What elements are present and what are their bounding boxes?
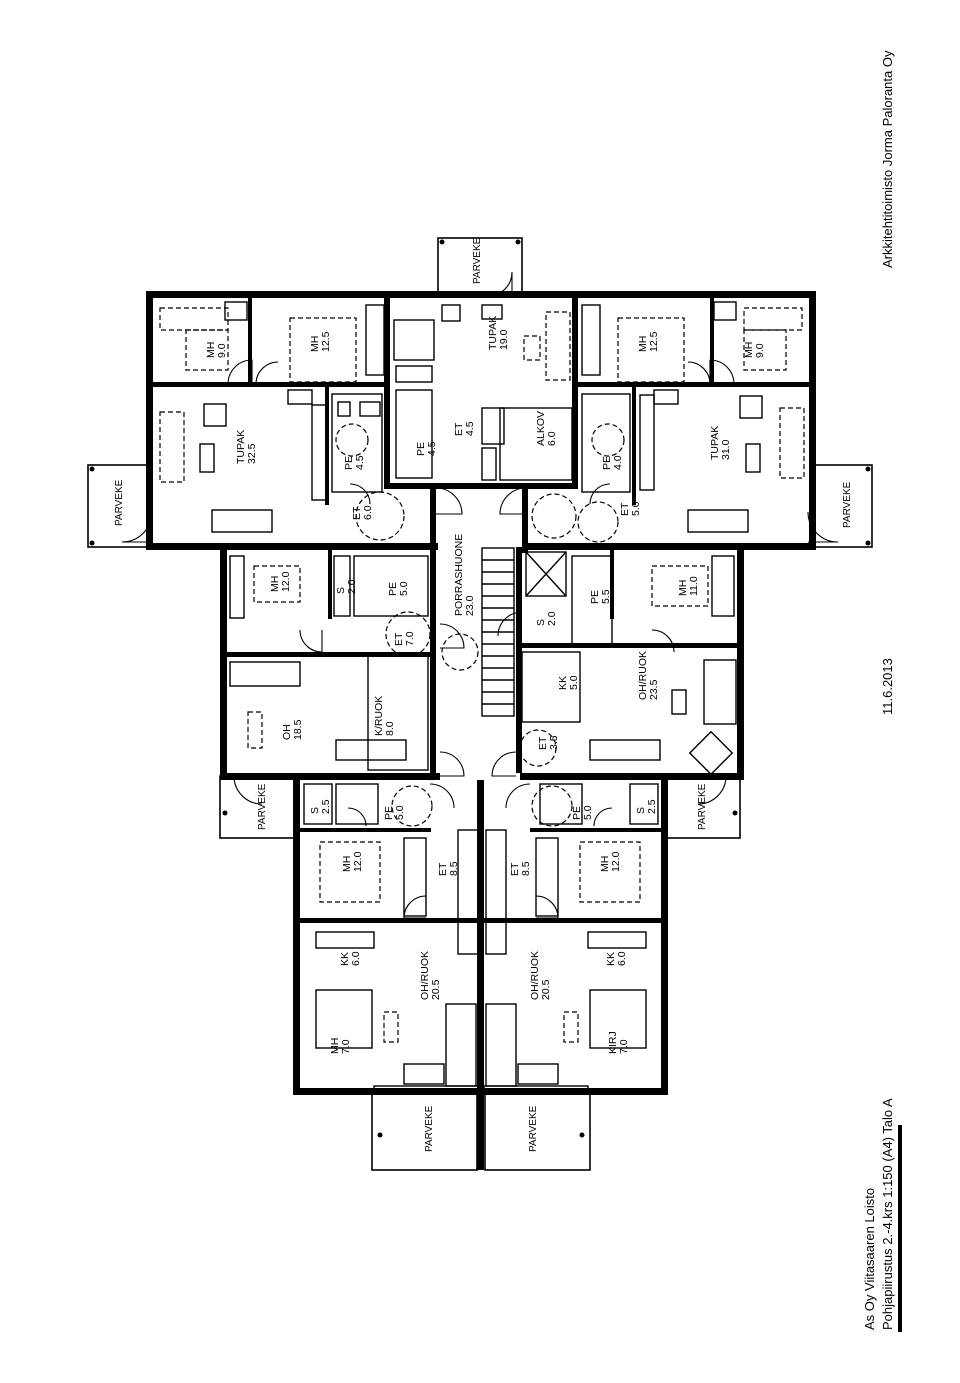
label-parveke-top: PARVEKE [472,237,483,284]
label-parveke-ur: PARVEKE [842,481,853,528]
label-kk-br: KK6.0 [605,951,628,966]
balcony-middle-right [664,775,741,839]
label-ohruok-br: OH/RUOK20.5 [529,951,552,1000]
label-pe-ul: PE4.5 [343,455,366,470]
balcony-upper-right [813,464,873,548]
label-mh-ur1: MH12.5 [637,331,660,352]
label-parveke-bl: PARVEKE [424,1105,435,1152]
label-parveke-ml: PARVEKE [257,783,268,830]
balcony-bottom-right [484,1091,591,1171]
title-block: As Oy Viitasaaren Loisto Pohjapiirustus … [862,50,902,1332]
label-s-bl: S2.5 [309,799,332,814]
label-ohruok-mr: OH/RUOK23.5 [637,651,660,700]
label-mh-bl: MH12.0 [341,851,364,872]
label-s-mr: S2.0 [535,611,558,626]
label-parveke-mr: PARVEKE [697,783,708,830]
label-kirj-br: KIRJ7.0 [607,1031,630,1054]
label-tupak-top: TUPAK19.0 [487,316,510,350]
balcony-bottom-left [371,1091,478,1171]
architect-name: Arkkitehtitoimisto Jorma Paloranta Oy [880,50,895,268]
label-et-mr: ET3.5 [537,735,560,750]
drawing-date: 11.6.2013 [880,658,895,715]
balconies [87,237,873,1171]
label-oh-ml: OH18.5 [281,719,304,740]
label-alkov: ALKOV6.0 [535,411,558,446]
label-et-ml: ET7.0 [393,631,416,646]
label-et-ur: ET5.0 [619,501,642,516]
label-porrashuone: PORRASHUONE23.0 [453,534,476,616]
label-pe-ur: PE4.0 [601,455,624,470]
label-mh-mr: MH11.0 [677,576,700,596]
label-pe-ml: PE5.0 [387,581,410,596]
label-et-bl: ET8.5 [437,861,460,876]
exterior-walls [146,291,816,1170]
door-swings [121,271,839,919]
label-parveke-ul: PARVEKE [114,479,125,526]
label-mh-ml: MH12.0 [269,571,292,592]
label-pe-br: PE5.0 [571,805,594,820]
label-et-br: ET8.5 [509,861,532,876]
project-name: As Oy Viitasaaren Loisto [862,1188,877,1330]
label-parveke-br: PARVEKE [528,1105,539,1152]
label-mh-br: MH12.0 [599,851,622,872]
label-mh-bl2: MH7.0 [329,1038,352,1054]
label-mh-ur2: MH9.0 [743,342,766,358]
label-tupak-ul: TUPAK32.5 [235,430,258,464]
label-kk-bl: KK6.0 [339,951,362,966]
label-kk-mr: KK5.0 [557,675,580,690]
label-pe-bl: PE5.0 [383,805,406,820]
balcony-upper-left [87,464,149,548]
partitions-and-furniture [159,301,805,1087]
label-s-br: S2.5 [635,799,658,814]
label-pe-top: PE4.5 [415,441,438,456]
label-s-ml: S2.0 [335,579,358,594]
label-et-top: ET4.5 [453,421,476,436]
label-mh-ul2: MH12.5 [309,331,332,352]
label-ohruok-bl: OH/RUOK20.5 [419,951,442,1000]
label-tupak-ur: TUPAK31.0 [709,426,732,460]
label-kruok-ml: K/RUOK8.0 [373,696,396,736]
label-et-ul: ET6.0 [351,505,374,520]
label-mh-ul1: MH9.0 [205,342,228,358]
balcony-rails [373,1085,589,1093]
label-pe-mr: PE5.5 [589,589,612,604]
drawing-title: Pohjapiirustus 2.-4.krs 1:150 (A4) Talo … [880,1098,895,1330]
balcony-top [437,237,523,297]
room-labels: PARVEKE PARVEKE PARVEKE PARVEKE PARVEKE … [114,237,853,1152]
